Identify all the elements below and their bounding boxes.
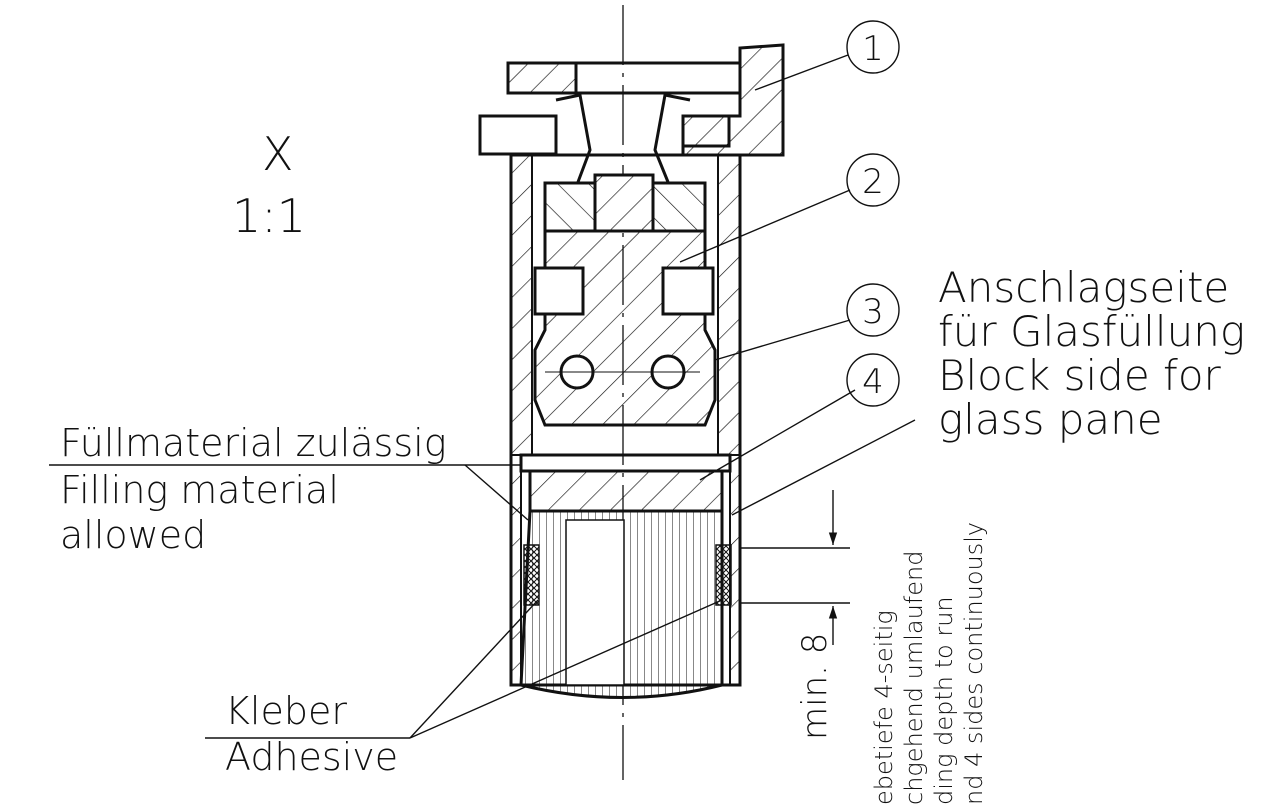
note-filling-de: Füllmaterial zulässig [60, 421, 447, 465]
svg-text:chgehend umlaufend: chgehend umlaufend [900, 551, 928, 805]
bonding-depth-note: ebetiefe 4-seitig chgehend umlaufend din… [870, 522, 988, 805]
note-filling-en-2: allowed [60, 513, 206, 557]
note-stop-side-de: Anschlagseite [938, 263, 1229, 312]
part-2-clamp-block [533, 173, 717, 427]
part-4-glass-pane [519, 453, 732, 699]
leader-lines [49, 54, 916, 739]
balloon-2: 2 [846, 153, 900, 207]
note-stop-side-en-2: glass pane [938, 395, 1163, 444]
svg-text:4: 4 [862, 362, 884, 402]
view-label: X [262, 127, 294, 181]
svg-text:1: 1 [862, 29, 884, 69]
part-1-fitting [478, 43, 785, 183]
balloon-4: 4 [846, 353, 900, 407]
note-adhesive-de: Kleber [225, 689, 347, 733]
note-stop-side-en: Block side for [938, 351, 1222, 400]
svg-text:ding depth to run: ding depth to run [930, 596, 958, 805]
balloon-1: 1 [846, 20, 900, 74]
svg-text:3: 3 [862, 292, 884, 332]
svg-text:ebetiefe 4-seitig: ebetiefe 4-seitig [870, 610, 898, 805]
note-filling-en: Filling material [60, 468, 339, 512]
note-stop-side-de-2: für Glasfüllung [938, 307, 1245, 356]
note-adhesive-en: Adhesive [225, 735, 398, 779]
dimension-min8: min. 8 [795, 633, 835, 740]
balloon-3: 3 [846, 283, 900, 337]
view-scale: 1:1 [232, 189, 306, 243]
svg-text:2: 2 [862, 162, 884, 202]
svg-text:min. 8: min. 8 [795, 633, 835, 740]
frame-profile [509, 153, 742, 687]
svg-text:nd 4 sides continuously: nd 4 sides continuously [960, 522, 988, 805]
